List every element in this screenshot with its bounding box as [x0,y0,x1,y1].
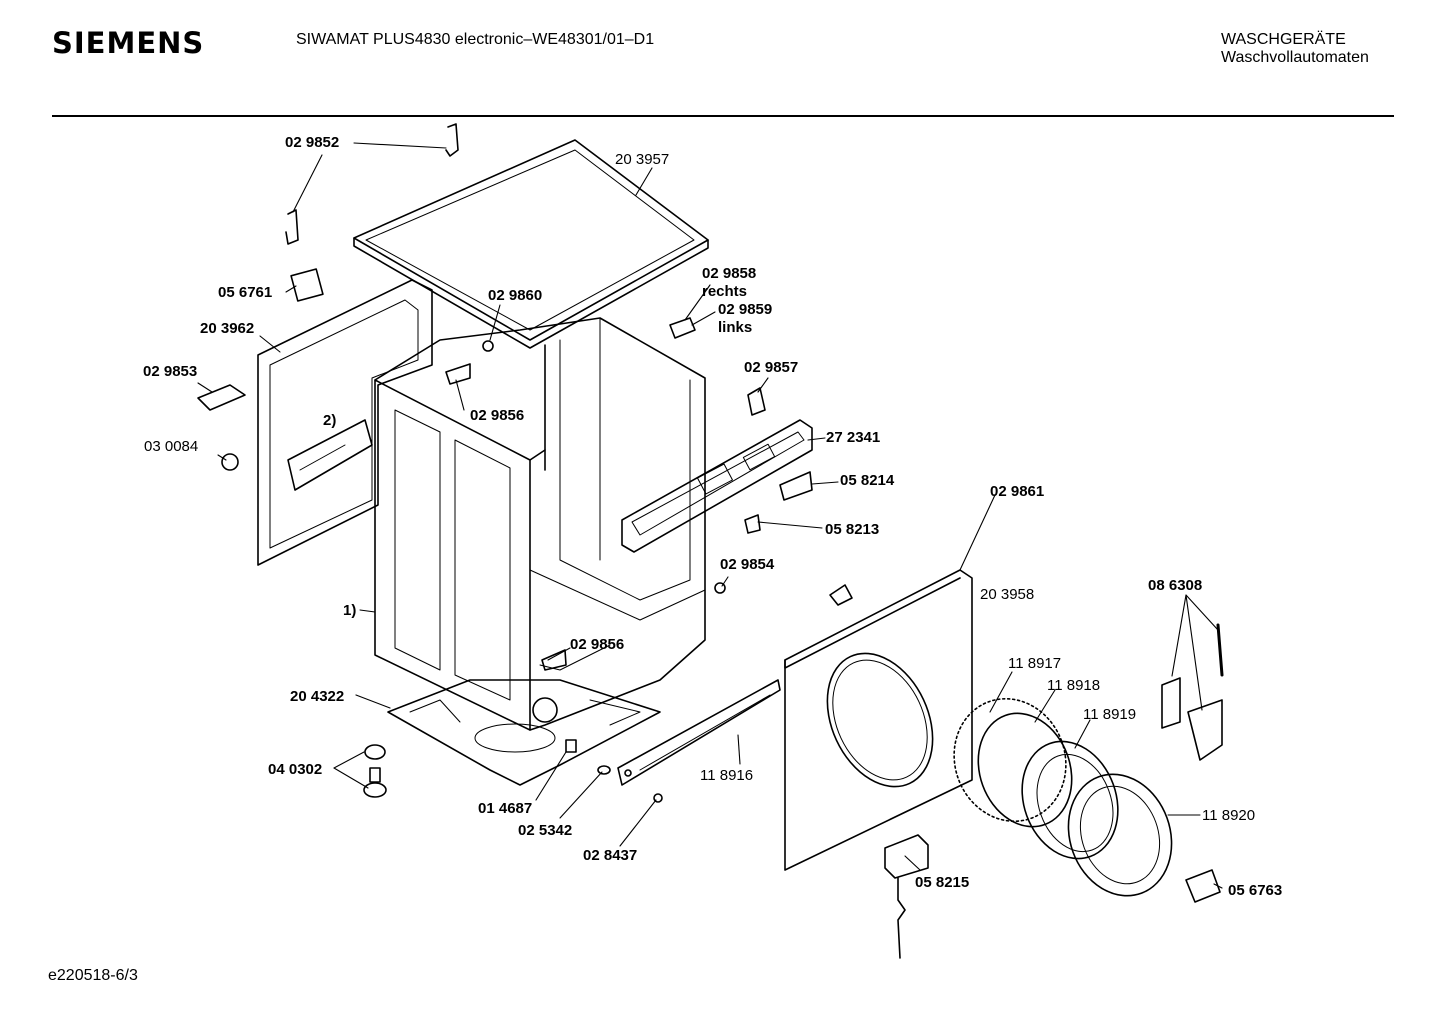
leader-lines [197,142,1223,889]
part-label-058213: 05 8213 [825,521,880,538]
cabinet-body-part [374,317,706,731]
front-panel-part [784,569,973,871]
door-assembly-part [953,697,1173,897]
category-block: WASCHGERÄTE Waschvollautomaten [1221,31,1369,67]
model-title: SIWAMAT PLUS4830 electronic–WE48301/01–D… [296,31,655,48]
part-label-058214: 05 8214 [840,472,895,489]
part-label-056761: 05 6761 [218,284,273,301]
part-label-025342: 02 5342 [518,822,573,839]
part-label-204322: 20 4322 [290,688,345,705]
bottom-strip-part [617,679,781,786]
part-label-118918: 11 8918 [1047,677,1101,694]
part-label-203962: 20 3962 [200,320,255,337]
part-label-029852: 02 9852 [285,134,340,151]
part-label-014687: 01 4687 [478,800,533,817]
control-panel-frame-part [621,419,813,553]
part-label-118917: 11 8917 [1008,655,1062,672]
category-line-1: WASCHGERÄTE [1221,31,1346,48]
document-code: e220518-6/3 [48,967,138,984]
door-hinge-part [1161,623,1224,761]
siemens-logo: SIEMENS [52,26,205,60]
part-label-086308: 08 6308 [1148,577,1203,594]
part-label-058215: 05 8215 [915,874,970,891]
small-parts [197,123,1221,903]
door-lock-part [884,834,929,959]
part-label-029858: 02 9858 [702,265,757,282]
side-panel-part [257,279,433,566]
part-label-118919: 11 8919 [1083,706,1137,723]
part-label-029859: 02 9859 [718,301,773,318]
part-label-272341: 27 2341 [826,429,881,446]
part-label-029861: 02 9861 [990,483,1045,500]
part-label-056763: 05 6763 [1228,882,1283,899]
part-label-rechts: rechts [702,283,748,300]
part-label-203957: 20 3957 [615,151,670,168]
adjustable-foot-part [363,744,387,798]
part-label-links: links [718,319,753,336]
top-cover-part [353,139,709,349]
part-label-029856-top: 02 9856 [470,407,525,424]
part-label-118916: 11 8916 [700,767,754,784]
part-label-029854: 02 9854 [720,556,775,573]
part-label-203958: 20 3958 [980,586,1035,603]
base-plate-part [387,679,661,786]
part-label-029853: 02 9853 [143,363,198,380]
part-label-028437: 02 8437 [583,847,638,864]
note-label-1: 1) [343,602,357,619]
part-label-118920: 11 8920 [1202,807,1256,824]
part-label-030084: 03 0084 [144,438,199,455]
note-label-2: 2) [323,412,337,429]
category-line-2: Waschvollautomaten [1221,49,1369,66]
part-label-040302: 04 0302 [268,761,323,778]
part-label-029856-bottom: 02 9856 [570,636,625,653]
part-label-029860: 02 9860 [488,287,543,304]
header-divider [52,115,1394,117]
part-label-029857: 02 9857 [744,359,799,376]
